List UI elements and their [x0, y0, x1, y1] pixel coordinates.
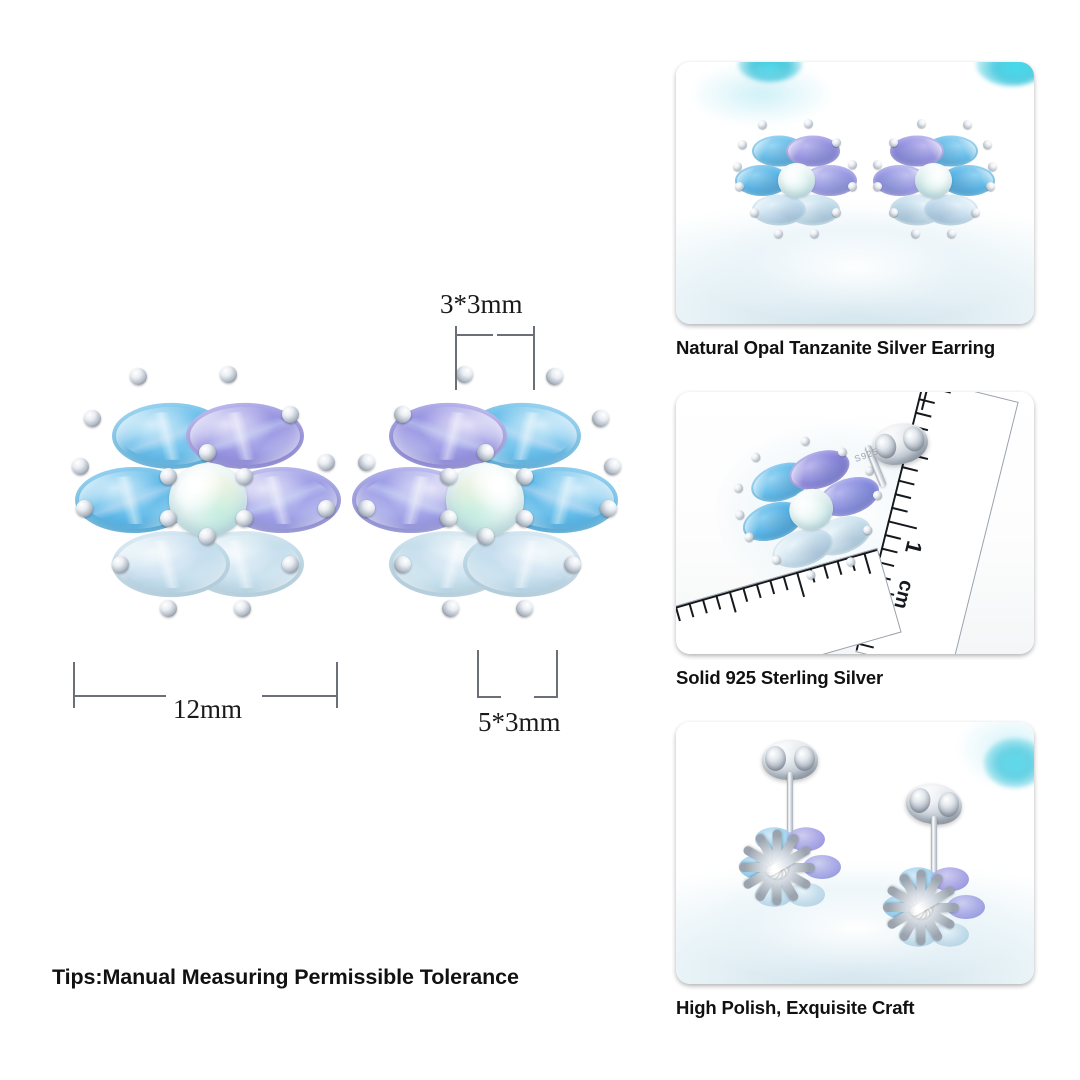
blossom-accent [696, 66, 826, 122]
prong-bead [130, 368, 147, 385]
prong-bead [477, 528, 494, 545]
prong-bead [358, 454, 375, 471]
prong-bead [592, 410, 609, 427]
prong-bead [236, 510, 253, 527]
prong-bead [516, 468, 533, 485]
prong-bead [199, 528, 216, 545]
photo-caption-3: High Polish, Exquisite Craft [676, 997, 915, 1018]
photo-backs[interactable] [676, 722, 1034, 984]
prong-bead [84, 410, 101, 427]
right-photo-panel: Natural Opal Tanzanite Silver Earring [660, 0, 1080, 1080]
prong-bead [358, 500, 375, 517]
prong-bead [440, 510, 457, 527]
prong-bead [477, 444, 494, 461]
photo-pair-front[interactable] [676, 62, 1034, 324]
prong-bead [236, 468, 253, 485]
photo-block-pair-front[interactable]: Natural Opal Tanzanite Silver Earring [676, 62, 1034, 359]
prong-bead [234, 600, 251, 617]
photo-caption-1: Natural Opal Tanzanite Silver Earring [676, 337, 995, 358]
dimension-label-5x3mm: 5*3mm [478, 707, 561, 737]
prong-bead [112, 556, 129, 573]
prong-bead [442, 600, 459, 617]
prong-bead [456, 366, 473, 383]
earring-diagram-right [345, 360, 625, 778]
prong-bead [516, 510, 533, 527]
earring-right-front [870, 116, 998, 244]
prong-bead [282, 556, 299, 573]
prong-bead [516, 600, 533, 617]
prong-bead [604, 458, 621, 475]
prong-bead [546, 368, 563, 385]
prong-bead [394, 406, 411, 423]
prong-bead [220, 366, 237, 383]
earring-post [931, 816, 937, 886]
prong-bead [394, 556, 411, 573]
prong-bead [564, 556, 581, 573]
prong-bead [199, 444, 216, 461]
prong-bead [600, 500, 617, 517]
photo-caption-2: Solid 925 Sterling Silver [676, 667, 884, 688]
center-opal-stone [446, 463, 524, 537]
prong-bead [440, 468, 457, 485]
photo-block-backs[interactable]: High Polish, Exquisite Craft [676, 722, 1034, 1019]
left-diagram-panel: 3*3mm 12mm 5*3mm Tips:Manual Measuring P… [0, 0, 660, 1080]
earring-left-front [732, 116, 860, 244]
flower-cluster-right [345, 360, 625, 640]
prong-bead [72, 458, 89, 475]
prong-bead [318, 500, 335, 517]
setting-basket [732, 824, 848, 910]
flower-cluster-left [68, 360, 348, 640]
dimension-label-12mm: 12mm [173, 694, 243, 724]
dimension-label-3x3mm: 3*3mm [440, 289, 523, 319]
earring-diagram-left [68, 360, 348, 778]
prong-bead [76, 500, 93, 517]
prong-bead [160, 510, 177, 527]
prong-bead [160, 468, 177, 485]
prong-bead [282, 406, 299, 423]
prong-bead [160, 600, 177, 617]
setting-basket [876, 864, 992, 950]
center-opal-stone [169, 463, 247, 537]
earring-reflection-right [345, 628, 625, 778]
blossom-accent [984, 738, 1034, 788]
blossom-accent [738, 62, 802, 82]
prong-bead [318, 454, 335, 471]
tips-note: Tips:Manual Measuring Permissible Tolera… [52, 965, 519, 989]
surface-highlight [700, 212, 1010, 324]
earring-post [787, 772, 793, 846]
photo-block-ruler[interactable]: cm 1 [676, 392, 1034, 689]
photo-ruler-scale[interactable]: cm 1 [676, 392, 1034, 654]
